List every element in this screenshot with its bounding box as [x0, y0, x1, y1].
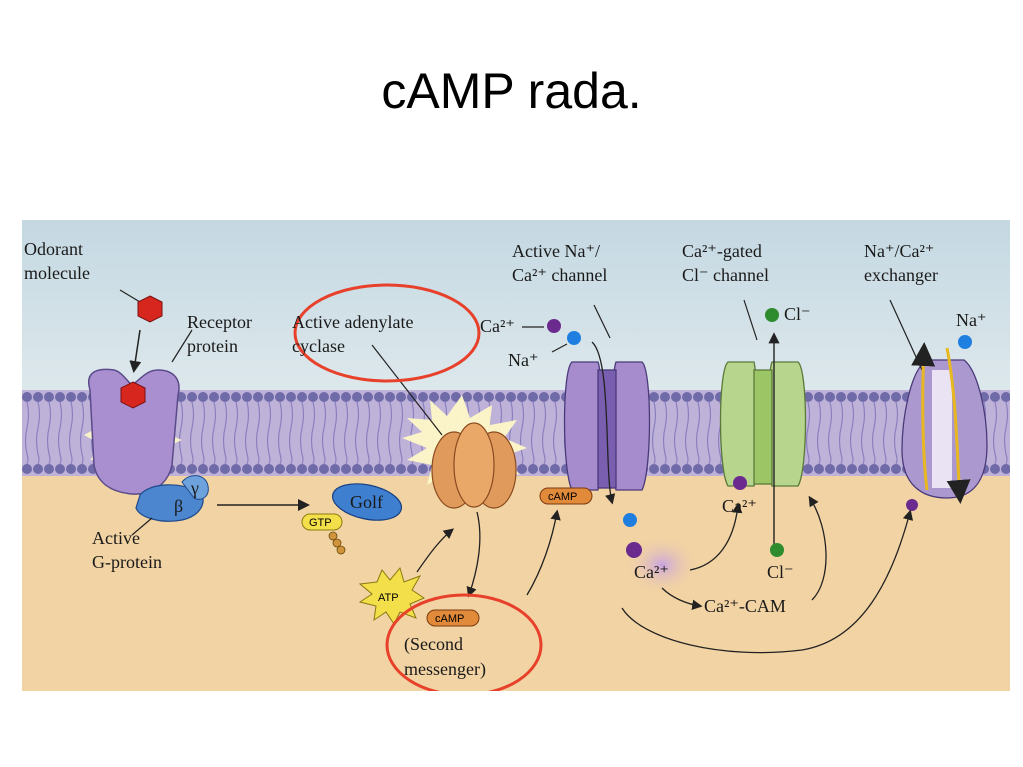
na-ion-cytoplasm-icon	[623, 513, 637, 527]
camp-second-label: cAMP	[435, 613, 464, 625]
adenylate-pointer	[371, 344, 443, 436]
cl-ion-top-label: Cl⁻	[784, 304, 811, 324]
adenylate-label-line2: cyclase	[292, 336, 345, 356]
cl-ion-top-icon	[765, 308, 779, 322]
na-ion-top-pointer	[551, 343, 568, 353]
na-ion-top-icon	[567, 331, 581, 345]
camp-to-channel-arrow	[526, 509, 561, 596]
na-ca-channel-label-line2: Ca²⁺ channel	[512, 265, 607, 285]
odorant-label-line2: molecule	[24, 263, 90, 283]
odorant-binding-arrow	[129, 329, 142, 373]
receptor-pointer	[171, 329, 193, 363]
odorant-molecule-icon	[137, 295, 163, 323]
exchanger-channel-band	[932, 370, 952, 488]
bound-odorant-icon	[120, 381, 146, 409]
camp-second-messenger-badge	[426, 609, 480, 627]
exchanger-label-line1: Na⁺/Ca²⁺	[864, 241, 934, 261]
cam-to-cl-channel-arrow	[808, 495, 827, 601]
golf-label: Golf	[350, 492, 383, 512]
na-ca-channel-label-line1: Active Na⁺/	[512, 241, 600, 261]
adenylate-label-line1: Active adenylate	[292, 312, 413, 332]
ca-cam-label: Ca²⁺-CAM	[704, 596, 786, 616]
ion-influx-arrow	[591, 341, 616, 505]
na-ion-right-label: Na⁺	[956, 310, 987, 330]
receptor-protein-icon	[87, 368, 180, 495]
odorant-pointer	[119, 289, 141, 303]
odorant-label-line1: Odorant	[24, 239, 83, 259]
exchanger-label-line2: exchanger	[864, 265, 938, 285]
cl-channel-icon	[719, 361, 807, 487]
slide-title: cAMP rada.	[381, 63, 642, 119]
phosphate-dot-2	[332, 538, 342, 548]
camp-channel-badge	[539, 487, 593, 505]
ca-glow	[624, 535, 700, 595]
extracellular-region	[22, 220, 1010, 390]
g-protein-label-line1: Active	[92, 528, 140, 548]
ca-ion-exchanger-icon	[906, 499, 918, 511]
cyclase-to-camp-arrow	[466, 511, 481, 598]
golf-subunit-icon	[331, 483, 403, 521]
ca-to-cam-arrow	[661, 587, 703, 610]
exchanger-arrow-in	[945, 347, 971, 504]
phosphate-dot-3	[336, 545, 346, 555]
cl-ion-bottom-label: Cl⁻	[767, 562, 794, 582]
adenylate-cyclase-icon	[431, 422, 517, 509]
g-protein-label-line2: G-protein	[92, 552, 162, 572]
na-ion-right-icon	[958, 335, 972, 349]
atp-label: ATP	[378, 592, 399, 604]
ca-ion-top-label: Ca²⁺	[480, 316, 515, 336]
gtp-label: GTP	[309, 517, 332, 529]
ca-ion-cl-channel-label: Ca²⁺	[722, 496, 757, 516]
second-messenger-line2: messenger)	[404, 659, 486, 680]
g-protein-gamma-icon	[181, 475, 209, 500]
cam-to-exchanger-arrow	[621, 509, 914, 654]
cl-channel-label-line2: Cl⁻ channel	[682, 265, 769, 285]
ca-ion-top-icon	[547, 319, 561, 333]
gtp-badge	[301, 513, 343, 531]
receptor-label-line1: Receptor	[187, 312, 252, 332]
ca-to-cl-channel-arrow	[689, 502, 743, 571]
camp-signaling-diagram: γ β Golf GTP ATP cAMP (Second messenger)…	[22, 220, 1010, 691]
g-protein-beta-icon	[135, 484, 204, 522]
na-ca-channel-pointer	[593, 304, 611, 339]
cl-ion-bottom-icon	[770, 543, 784, 557]
highlight-adenylate-circle	[293, 283, 481, 383]
ca-ion-center-label: Ca²⁺	[634, 562, 669, 582]
cl-channel-label-line1: Ca²⁺-gated	[682, 241, 762, 261]
highlight-second-messenger-circle	[385, 593, 543, 691]
ca-ion-center-icon	[626, 542, 642, 558]
exchanger-arrow-out	[911, 342, 936, 491]
g-protein-pointer	[131, 517, 153, 536]
receptor-label-line2: protein	[187, 336, 238, 356]
na-ion-top-label: Na⁺	[508, 350, 539, 370]
ca-ion-cl-channel-icon	[733, 476, 747, 490]
beta-label: β	[174, 496, 183, 516]
cl-channel-pointer	[743, 299, 758, 341]
atp-to-camp-arrow	[416, 528, 455, 573]
gamma-label: γ	[190, 478, 199, 498]
phosphate-dot-1	[328, 531, 338, 541]
second-messenger-line1: (Second	[404, 634, 463, 655]
camp-channel-label: cAMP	[548, 491, 577, 503]
